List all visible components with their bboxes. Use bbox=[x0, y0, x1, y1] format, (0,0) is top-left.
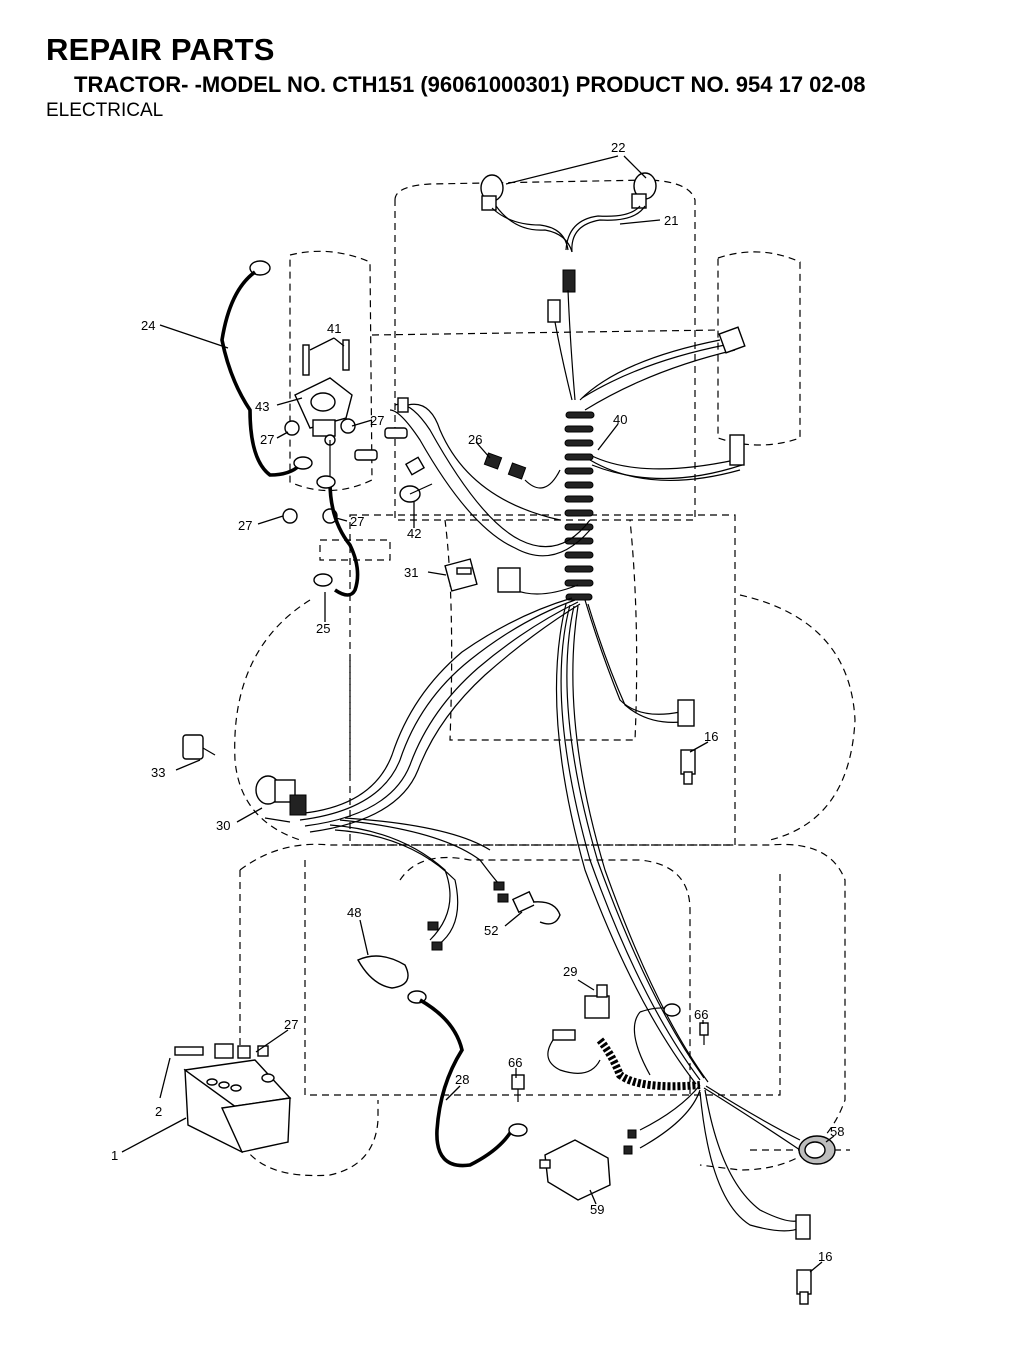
callout-24: 24 bbox=[141, 318, 155, 333]
callout-22: 22 bbox=[611, 140, 625, 155]
callout-27-c: 27 bbox=[238, 518, 252, 533]
rear-harness bbox=[329, 817, 709, 1102]
callout-27-e: 27 bbox=[284, 1017, 298, 1032]
section-label: ELECTRICAL bbox=[46, 100, 164, 121]
callout-41: 41 bbox=[327, 321, 341, 336]
callout-leaders bbox=[121, 155, 835, 1273]
callout-48: 48 bbox=[347, 905, 361, 920]
hour-meter bbox=[798, 1135, 836, 1165]
callout-42: 42 bbox=[407, 526, 421, 541]
harness-loom bbox=[564, 411, 595, 601]
callout-30: 30 bbox=[216, 818, 230, 833]
ground-cable bbox=[407, 990, 528, 1168]
battery bbox=[174, 1043, 292, 1154]
callout-43: 43 bbox=[255, 399, 269, 414]
callout-1: 1 bbox=[111, 1148, 118, 1163]
ignition-switch bbox=[255, 775, 307, 823]
callout-26: 26 bbox=[468, 432, 482, 447]
headlight-assembly bbox=[480, 172, 657, 323]
callout-59: 59 bbox=[590, 1202, 604, 1217]
callout-27-d: 27 bbox=[350, 514, 364, 529]
page-title: REPAIR PARTS bbox=[46, 32, 275, 67]
callout-27-b: 27 bbox=[370, 413, 384, 428]
seat-switch-rear bbox=[796, 1269, 812, 1305]
rear-branches bbox=[623, 1084, 811, 1240]
ignition-key bbox=[182, 734, 216, 760]
tractor-outline bbox=[234, 179, 856, 1177]
callout-25: 25 bbox=[316, 621, 330, 636]
callout-66-a: 66 bbox=[694, 1007, 708, 1022]
callout-2: 2 bbox=[155, 1104, 162, 1119]
battery-cables bbox=[220, 260, 360, 597]
callout-66-b: 66 bbox=[508, 1055, 522, 1070]
callout-21: 21 bbox=[664, 213, 678, 228]
callout-28: 28 bbox=[455, 1072, 469, 1087]
callout-33: 33 bbox=[151, 765, 165, 780]
callout-27-a: 27 bbox=[260, 432, 274, 447]
ignition-module bbox=[539, 1139, 611, 1201]
callout-16-b: 16 bbox=[818, 1249, 832, 1264]
relay bbox=[444, 558, 478, 592]
callout-numbers: 22 21 24 41 43 27 27 27 27 40 26 42 31 2… bbox=[111, 140, 844, 1264]
solenoid-assembly bbox=[282, 339, 561, 524]
main-wiring-harness bbox=[294, 289, 746, 1085]
callout-31: 31 bbox=[404, 565, 418, 580]
callout-58: 58 bbox=[830, 1124, 844, 1139]
seat-switch-front bbox=[680, 749, 696, 785]
callout-40: 40 bbox=[613, 412, 627, 427]
callout-16-a: 16 bbox=[704, 729, 718, 744]
model-subtitle: TRACTOR- -MODEL NO. CTH151 (96061000301)… bbox=[74, 72, 866, 97]
callout-29: 29 bbox=[563, 964, 577, 979]
callout-52: 52 bbox=[484, 923, 498, 938]
